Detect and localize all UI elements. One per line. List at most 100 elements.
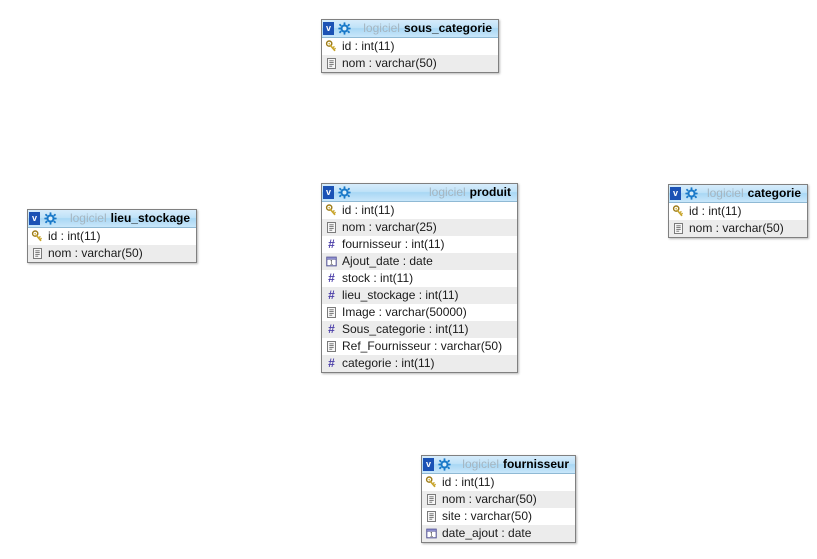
table-row[interactable]: id : int(11) [422,474,575,491]
hash-icon: # [328,322,335,336]
gear-icon[interactable] [338,22,351,35]
table-row[interactable]: nom : varchar(50) [28,245,196,262]
database-label: logiciel [428,185,466,199]
table-row[interactable]: # Sous_categorie : int(11) [322,321,517,338]
table-row[interactable]: nom : varchar(50) [669,220,807,237]
column-label: nom : varchar(50) [689,221,784,235]
table-columns-lieu_stockage: id : int(11)nom : varchar(50) [28,228,196,262]
text-field-icon [425,493,438,506]
table-row[interactable]: id : int(11) [669,203,807,220]
text-field-icon [325,221,338,234]
column-label: lieu_stockage : int(11) [342,288,459,302]
v-dropdown-icon[interactable]: v [423,458,434,471]
column-label: id : int(11) [442,475,495,489]
column-label: Ajout_date : date [342,254,433,268]
text-field-icon [325,340,338,353]
table-row[interactable]: nom : varchar(50) [322,55,498,72]
text-field-icon [325,57,338,70]
database-label: logiciel [363,21,400,35]
table-row[interactable]: id : int(11) [322,202,517,219]
key-icon [425,476,438,489]
hash-icon: # [328,288,335,302]
table-row[interactable]: # fournisseur : int(11) [322,236,517,253]
column-label: id : int(11) [689,204,742,218]
table-row[interactable]: Image : varchar(50000) [322,304,517,321]
v-dropdown-icon[interactable]: v [323,22,334,35]
table-columns-categorie: id : int(11) nom : varchar(50) [669,203,807,237]
column-label: stock : int(11) [342,271,414,285]
header-icons: v [323,22,354,35]
v-dropdown-icon[interactable]: v [29,212,40,225]
database-label: logiciel [462,457,499,471]
table-row[interactable]: id : int(11) [322,38,498,55]
table-name: produit [469,185,511,199]
key-icon [31,230,44,243]
gear-icon[interactable] [44,212,57,225]
table-columns-produit: id : int(11) nom : varchar(25) # fournisseu… [322,202,517,372]
database-label: logiciel [706,186,744,200]
calendar-icon: 1 [425,527,438,540]
table-row[interactable]: Ref_Fournisseur : varchar(50) [322,338,517,355]
table-row[interactable]: nom : varchar(25) [322,219,517,236]
header-icons: v [29,212,60,225]
column-label: nom : varchar(50) [442,492,537,506]
v-dropdown-icon[interactable]: v [670,187,681,200]
table-row[interactable]: nom : varchar(50) [422,491,575,508]
text-field-icon [325,306,338,319]
table-name: lieu_stockage [110,211,190,225]
column-label: site : varchar(50) [442,509,533,523]
v-dropdown-icon[interactable]: v [323,186,334,199]
gear-icon[interactable] [438,458,451,471]
calendar-icon: 1 [325,255,338,268]
column-label: nom : varchar(50) [342,56,437,70]
text-field-icon [425,510,438,523]
column-label: id : int(11) [342,203,395,217]
column-label: fournisseur : int(11) [342,237,445,251]
table-row[interactable]: # lieu_stockage : int(11) [322,287,517,304]
gear-icon[interactable] [338,186,351,199]
hash-icon: # [328,356,335,370]
database-label: logiciel [69,211,107,225]
table-row[interactable]: # stock : int(11) [322,270,517,287]
svg-text:1: 1 [330,261,334,267]
table-row[interactable]: 1 date_ajout : date [422,525,575,542]
key-icon [325,204,338,217]
column-label: categorie : int(11) [342,356,435,370]
column-label: Sous_categorie : int(11) [342,322,469,336]
column-label: nom : varchar(25) [342,220,437,234]
svg-text:1: 1 [430,533,434,539]
hash-icon: # [328,271,335,285]
key-icon [672,205,685,218]
column-label: nom : varchar(50) [48,246,143,260]
column-label: Ref_Fournisseur : varchar(50) [342,339,503,353]
table-row[interactable]: 1 Ajout_date : date [322,253,517,270]
table-name: categorie [747,186,801,200]
header-icons: v [423,458,454,471]
table-row[interactable]: site : varchar(50) [422,508,575,525]
column-label: Image : varchar(50000) [342,305,467,319]
text-field-icon [672,222,685,235]
table-columns-fournisseur: id : int(11) nom : varchar(50) site : varc… [422,474,575,542]
table-row[interactable]: id : int(11) [28,228,196,245]
hash-icon: # [328,237,335,251]
table-row[interactable]: # categorie : int(11) [322,355,517,372]
text-field-icon [31,247,44,260]
table-name: sous_categorie [403,21,492,35]
gear-icon[interactable] [685,187,698,200]
column-label: date_ajout : date [442,526,532,540]
